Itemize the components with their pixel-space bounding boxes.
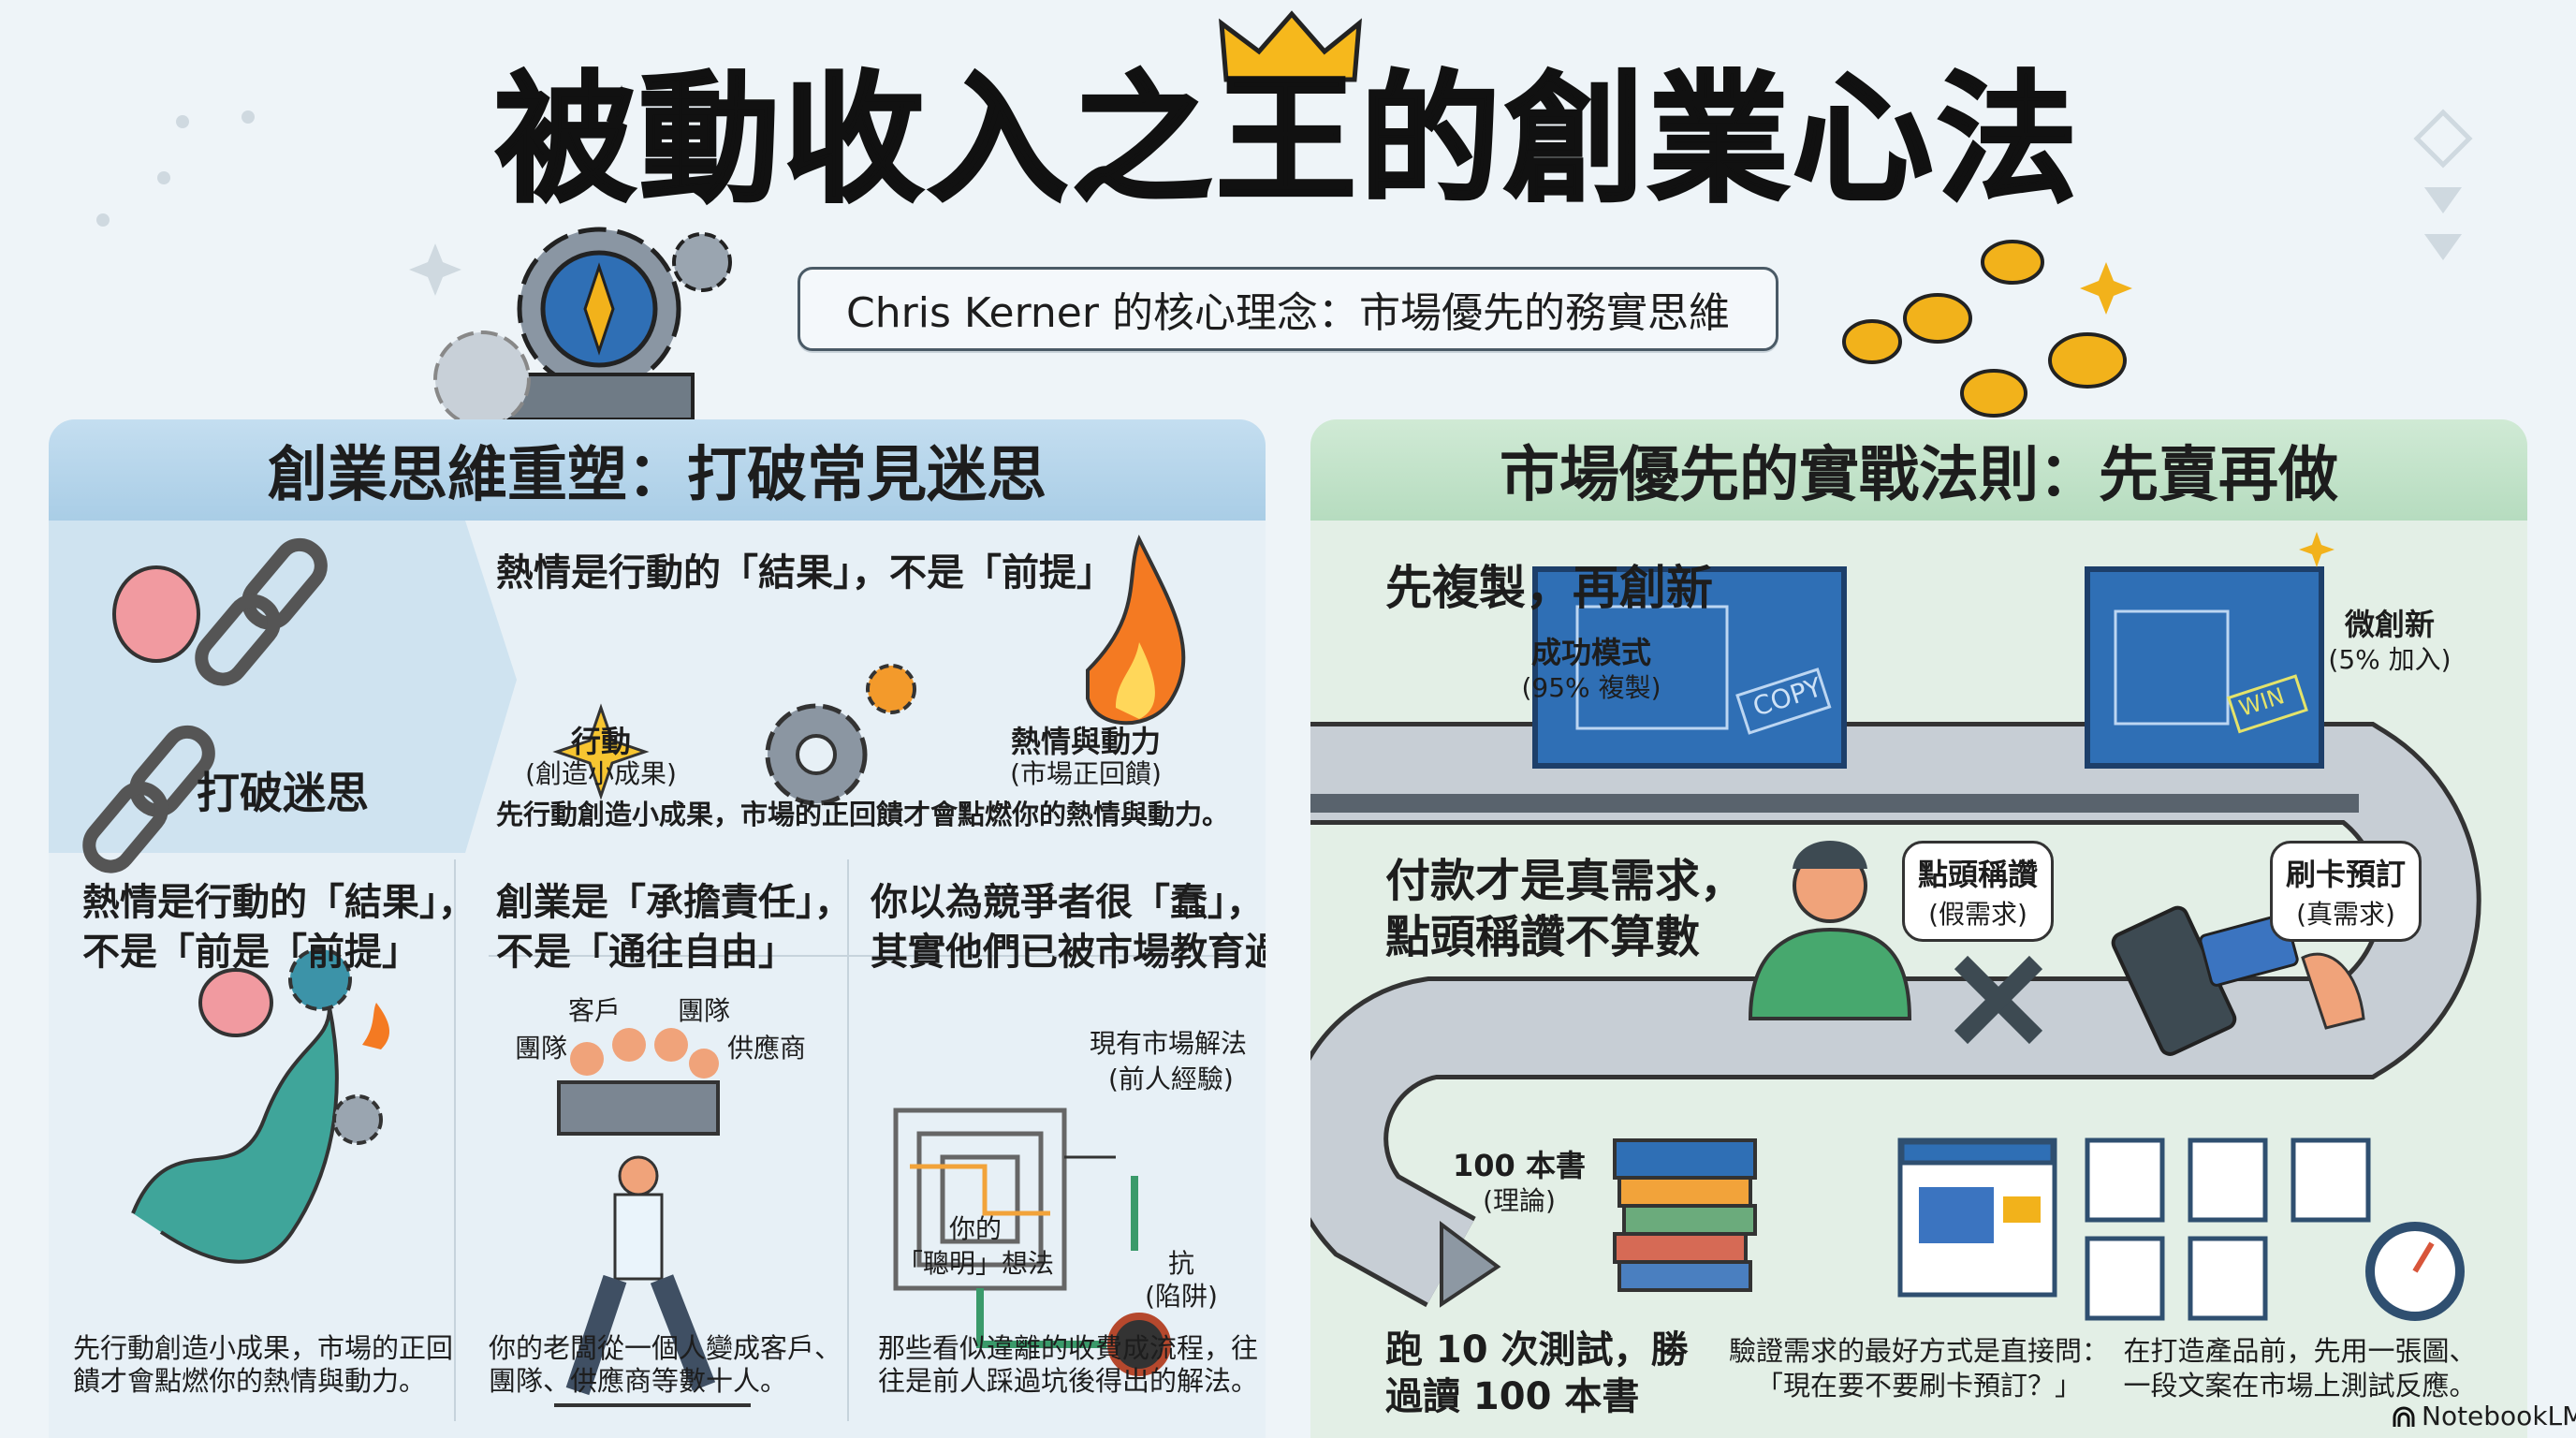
micro-sub: (5% 加入) xyxy=(2328,644,2452,675)
passion-sub: (市場正回饋) xyxy=(1010,758,1162,789)
market-panel-graphics xyxy=(1310,532,2481,1321)
proto-line-1: 在打造產品前，先用一張圖、 xyxy=(2123,1335,2477,1367)
pit-sub: (陷阱) xyxy=(1145,1281,1218,1312)
real-demand-bubble: 刷卡預訂 (真需求) xyxy=(2270,841,2422,942)
page-title: 被動收入之王的創業心法 xyxy=(493,58,2082,224)
action-label: 行動 xyxy=(570,724,632,759)
action-sub: (創造小成果) xyxy=(525,758,677,789)
col2-heading-1: 創業是「承擔責任」， xyxy=(496,881,852,924)
success-label: 成功模式 xyxy=(1530,635,1652,670)
market-sub: (前人經驗) xyxy=(1108,1064,1234,1094)
blueprint-copy-icon xyxy=(1532,566,1847,769)
tests-line-1: 跑 10 次測試，勝 xyxy=(1385,1328,1689,1372)
star-burst-icon xyxy=(552,703,650,800)
label-team-2: 團隊 xyxy=(515,1033,568,1064)
bubble-fake-sub: (假需求) xyxy=(1928,899,2027,930)
conveyor-belt xyxy=(1310,722,2481,1308)
intro-heading: 熱情是行動的「結果」，不是「前提」 xyxy=(496,551,1114,594)
brain-icon xyxy=(112,565,200,663)
tangled-path-icon xyxy=(131,947,390,1264)
pay-heading-1: 付款才是真需求， xyxy=(1385,855,1746,907)
column-divider xyxy=(847,859,849,1421)
your-sub: 「聰明」想法 xyxy=(896,1248,1055,1279)
col2-heading-2: 不是「通往自由」 xyxy=(496,931,796,974)
tests-line-2: 過讀 100 本書 xyxy=(1385,1375,1640,1418)
myth-panel: 創業思維重塑：打破常見迷思 xyxy=(49,419,1266,1438)
brand-name: NotebookLM xyxy=(2422,1401,2576,1431)
label-team: 團隊 xyxy=(678,995,731,1026)
brand-watermark: NotebookLM xyxy=(2392,1401,2576,1431)
ask-line-2: 「現在要不要刷卡預訂？」 xyxy=(1755,1370,2083,1401)
bubble-real-text: 刷卡預訂 xyxy=(2286,857,2407,892)
market-label: 現有市場解法 xyxy=(1090,1028,1248,1059)
intro-caption: 先行動創造小成果，市場的正回饋才會點燃你的熱情與動力。 xyxy=(496,799,1230,830)
micro-label: 微創新 xyxy=(2344,607,2436,642)
flame-icon xyxy=(1086,534,1186,726)
your-label: 你的 xyxy=(948,1213,1003,1244)
fake-demand-bubble: 點頭稱讚 (假需求) xyxy=(1902,841,2055,942)
myth-panel-header: 創業思維重塑：打破常見迷思 xyxy=(49,419,1266,521)
stopwatch-icon xyxy=(2365,1222,2465,1321)
col3-caption-1: 那些看似違離的收費成流程，往 xyxy=(878,1332,1259,1364)
ask-line-1: 驗證需求的最好方式是直接問： xyxy=(1728,1335,2110,1367)
col3-heading-2: 其實他們已被市場教育過 xyxy=(871,931,1266,974)
bubble-real-sub: (真需求) xyxy=(2296,899,2395,930)
sparkle-icons xyxy=(96,109,2473,315)
copy-heading: 先複製，再創新 xyxy=(1385,561,1713,615)
header-decorations xyxy=(96,10,2473,419)
gear-compass-icon xyxy=(433,227,732,419)
maze-icon xyxy=(893,1108,1171,1376)
proto-line-2: 一段文案在市場上測試反應。 xyxy=(2123,1370,2477,1401)
books-label: 100 本書 xyxy=(1453,1148,1586,1183)
col1-caption-1: 先行動創造小成果，市場的正回 xyxy=(73,1332,454,1364)
blueprint-win-icon xyxy=(2085,532,2334,769)
books-stack-icon xyxy=(1613,1138,1757,1292)
col1-heading-1: 熱情是行動的「結果」， xyxy=(82,881,476,924)
pay-heading-2: 點頭稱讚不算數 xyxy=(1385,911,1701,963)
notebooklm-logo-icon xyxy=(2393,1406,2415,1427)
myth-label: 打破迷思 xyxy=(197,768,369,818)
person-lifting-icon xyxy=(554,1028,751,1407)
bubble-fake-text: 點頭稱讚 xyxy=(1918,857,2039,892)
cross-icon xyxy=(1954,955,2043,1045)
broken-chain-icon xyxy=(82,537,328,873)
market-panel-header: 市場優先的實戰法則：先賣再做 xyxy=(1310,419,2527,521)
myth-panel-graphics xyxy=(49,521,1226,1407)
arrow-to-books xyxy=(1440,1221,1501,1308)
success-sub: (95% 複製) xyxy=(1521,672,1661,703)
column-divider xyxy=(454,859,456,1421)
wireframe-screens-icon xyxy=(1897,1137,2371,1321)
col2-caption-2: 團隊、供應商等數十人。 xyxy=(489,1365,788,1397)
label-client: 客戶 xyxy=(568,995,622,1026)
col1-heading-2: 不是「前是「前提」 xyxy=(82,931,419,974)
books-sub: (理論) xyxy=(1483,1185,1556,1216)
market-panel: 市場優先的實戰法則：先賣再做 xyxy=(1310,419,2527,1438)
label-supplier: 供應商 xyxy=(727,1033,807,1064)
crown-icon xyxy=(1219,10,1362,82)
col3-heading-1: 你以為競爭者很「蠢」， xyxy=(871,881,1264,924)
pit-label: 抗 xyxy=(1167,1248,1195,1279)
col2-caption-1: 你的老闆從一個人變成客戶、 xyxy=(489,1332,842,1364)
col1-caption-2: 饋才會點燃你的熱情與動力。 xyxy=(73,1365,427,1397)
subtitle-box: Chris Kerner 的核心理念：市場優先的務實思維 xyxy=(798,267,1778,351)
passion-label: 熱情與動力 xyxy=(1010,724,1162,759)
col3-caption-2: 往是前人踩過坑後得出的解法。 xyxy=(878,1365,1259,1397)
coins-icon xyxy=(1842,240,2127,418)
gears-icon xyxy=(765,664,916,806)
person-thumbs-up-icon xyxy=(1748,841,1912,1020)
